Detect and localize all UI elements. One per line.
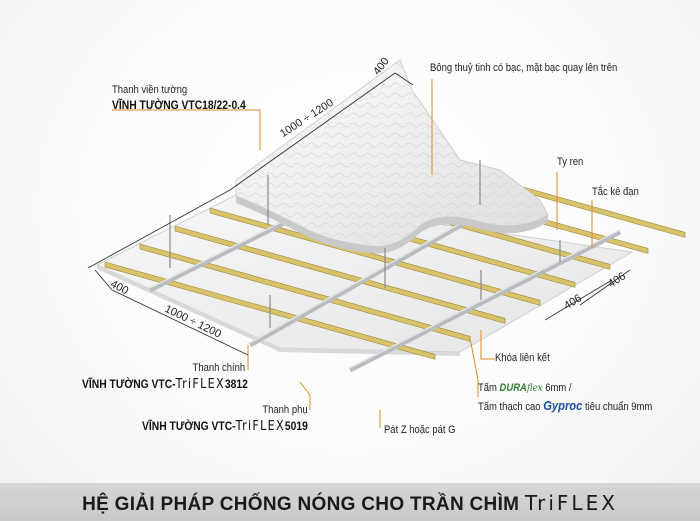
dimension-lines (87, 72, 631, 356)
threaded-rods (169, 160, 561, 328)
furring-channel (209, 207, 541, 306)
gyproc-logo: Gyproc (543, 398, 583, 413)
joint-clip-label: Khóa liên kết (495, 352, 550, 364)
board-line1-prefix: Tấm (478, 382, 497, 394)
anchor-label: Tắc kê đạn (592, 186, 639, 198)
furring-channel (139, 243, 471, 342)
main-carrier-bar (248, 217, 472, 348)
board-line-1: Tấm DURAflex 6mm / (478, 382, 571, 395)
main-carrier-bar (348, 229, 622, 373)
glass-wool-foil-edge (236, 196, 548, 254)
glass-wool-label: Bông thuỷ tinh có bạc, mặt bạc quay lên … (430, 62, 618, 74)
duraflex-logo: DURA (499, 382, 527, 394)
edge-trim-code: VĨNH TƯỜNG VTC18/22-0.4 (112, 98, 246, 112)
leader-lines (112, 79, 593, 428)
sub-bar-name: Thanh phụ (262, 404, 308, 416)
main-bar-code: VĨNH TƯỜNG VTC-TriFLEX3812 (82, 377, 248, 392)
sub-bar-code: VĨNH TƯỜNG VTC-TriFLEX5019 (142, 419, 308, 434)
triflex-brand: TriFLEX (175, 377, 226, 392)
threaded-rod-label: Ty ren (557, 156, 584, 168)
triflex-brand: TriFLEX (235, 419, 286, 434)
main-carrier-bars (148, 197, 622, 373)
board-line2-prefix: Tấm thạch cao (478, 401, 541, 413)
board-line2-suffix: tiêu chuẩn 9mm (584, 401, 653, 413)
furring-channel (174, 225, 506, 324)
main-bar-name: Thanh chính (192, 362, 245, 374)
main-carrier-bar-highlight (249, 217, 471, 344)
footer-banner: HỆ GIẢI PHÁP CHỐNG NÓNG CHO TRẦN CHÌM Tr… (0, 483, 700, 521)
edge-trim-name: Thanh viền tường (112, 84, 188, 96)
board-line1-suffix: 6mm / (545, 382, 572, 394)
duraflex-logo-suffix: flex (526, 383, 543, 394)
board-line-2: Tấm thạch cao Gyproc tiêu chuẩn 9mm (478, 399, 652, 414)
bracket-label: Pát Z hoặc pát G (384, 424, 456, 436)
footer-brand: TriFLEX (524, 491, 618, 515)
main-carrier-bar-highlight (349, 229, 621, 369)
footer-title: HỆ GIẢI PHÁP CHỐNG NÓNG CHO TRẦN CHÌM Tr… (82, 491, 618, 515)
